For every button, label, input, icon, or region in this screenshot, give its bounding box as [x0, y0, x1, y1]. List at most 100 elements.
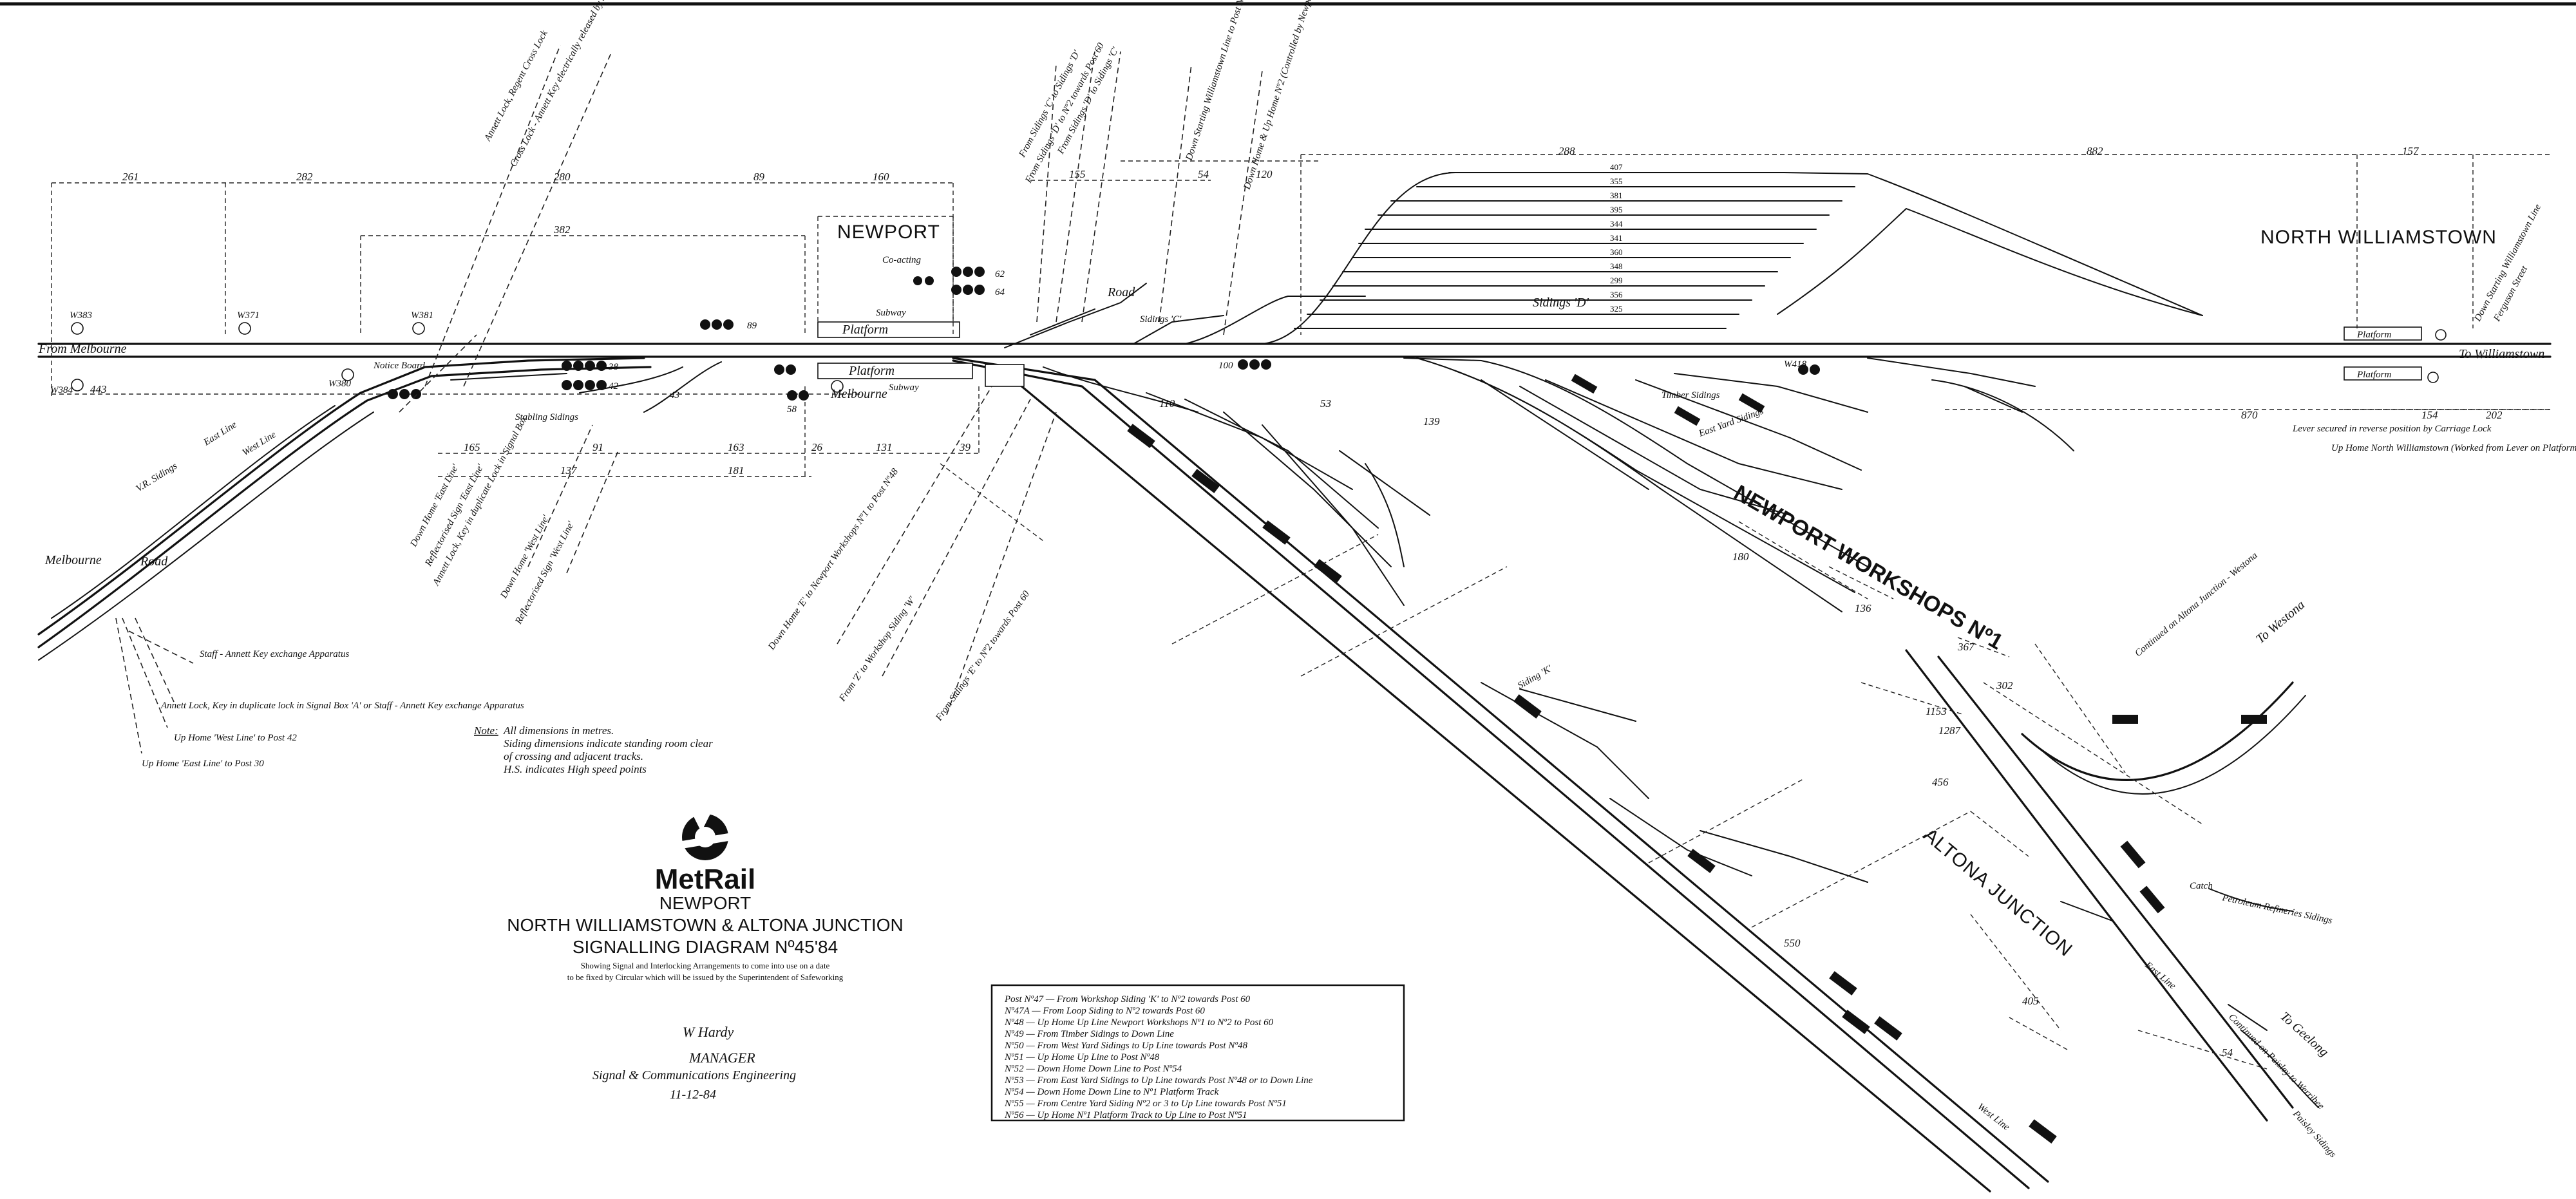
dim-160: 160: [873, 171, 889, 183]
signal-label-89: 89: [747, 321, 757, 331]
label-siding-k: Siding 'K': [1516, 663, 1554, 692]
siding-length: 356: [1610, 290, 1623, 299]
dim-282: 282: [296, 171, 313, 183]
callout-staff-annett: Staff - Annett Key exchange Apparatus: [200, 649, 349, 659]
title-small2: to be fixed by Circular which will be is…: [567, 972, 844, 982]
dim-89: 89: [753, 171, 765, 183]
platform-newport-up: [817, 321, 960, 338]
platform-nw-2: [2344, 366, 2422, 381]
label-east-yard: East Yard Sidings: [1697, 406, 1765, 440]
signals: [71, 267, 2447, 1144]
callout-from-z: From 'Z' to Workshop Siding 'W': [837, 594, 918, 704]
callout-up-home-east: Up Home 'East Line' to Post 30: [142, 759, 264, 769]
callout-down-home-e: Down Home 'E' to Newport Workshops Nº1 t…: [766, 466, 901, 652]
note-block: Note: All dimensions in metres. Siding d…: [473, 724, 713, 775]
dim-302: 302: [1996, 679, 2013, 692]
note-line: of crossing and adjacent tracks.: [504, 750, 643, 762]
dim-137: 137: [560, 464, 578, 477]
label-notice-board: Notice Board: [373, 361, 425, 371]
signal-group-42: [562, 380, 607, 390]
label-road-2: Road: [1107, 285, 1135, 299]
dim-180: 180: [1732, 551, 1749, 563]
signal-group-64: [951, 285, 985, 295]
platform-label: Platform: [2356, 330, 2392, 340]
signal-group-west: [388, 389, 421, 399]
title-line1: NEWPORT: [659, 893, 752, 913]
label-to-geelong: To Geelong: [2278, 1009, 2331, 1059]
signal-label-w418: W418: [1784, 359, 1806, 370]
signal-w383: [71, 322, 84, 335]
location-newport: NEWPORT: [837, 222, 940, 243]
dim-120: 120: [1256, 168, 1273, 180]
siding-length: 325: [1610, 304, 1623, 314]
note-line: Siding dimensions indicate standing room…: [504, 737, 713, 750]
legend-row: Nº50 — From West Yard Sidings to Up Line…: [1004, 1041, 1247, 1051]
label-continued-werribee: Continued on Paisley to Werribee: [2226, 1012, 2326, 1112]
signal-label-42: 42: [609, 381, 619, 392]
legend-row: Nº56 — Up Home Nº1 Platform Track to Up …: [1004, 1110, 1247, 1120]
label-co-acting: Co-acting: [882, 255, 921, 265]
label-lever-note: Lever secured in reverse position by Car…: [2292, 424, 2492, 434]
label-petroleum: Petroleum Refineries Sidings: [2221, 892, 2333, 926]
dim-131: 131: [876, 441, 893, 453]
location-north-williamstown: NORTH WILLIAMSTOWN: [2260, 227, 2497, 248]
label-timber-sidings: Timber Sidings: [1662, 390, 1720, 401]
dim-157: 157: [2402, 145, 2420, 157]
signal-label-w381: W381: [411, 310, 433, 321]
dim-550: 550: [1784, 937, 1801, 949]
callout-d-to-no2: From Sidings 'D' to Nº2 towards Post 60: [1023, 41, 1106, 185]
dim-280: 280: [554, 171, 571, 183]
title-line2: NORTH WILLIAMSTOWN & ALTONA JUNCTION: [507, 915, 904, 935]
siding-length: 395: [1610, 205, 1623, 214]
dim-139: 139: [1423, 415, 1440, 428]
dim-1287: 1287: [1938, 724, 1962, 737]
siding-length: 360: [1610, 247, 1623, 257]
signal-label-38: 38: [608, 362, 619, 372]
signal-group-62: [951, 267, 985, 277]
label-west-line-2: West Line: [1976, 1102, 2012, 1133]
signal-group-58a: [774, 364, 796, 375]
callout-down-home-east: Down Home 'East Line': [408, 462, 461, 549]
note-line: H.S. indicates High speed points: [503, 763, 647, 775]
signal-label-w380: W380: [328, 379, 351, 389]
manager-title: MANAGER: [688, 1050, 755, 1066]
signal-box-newport: [985, 364, 1025, 387]
signal-w381: [412, 322, 425, 335]
platform-nw-1: [2344, 326, 2422, 341]
label-up-home-nw: Up Home North Williamstown (Worked from …: [2331, 443, 2576, 453]
signature: W Hardy: [683, 1024, 734, 1040]
label-catch: Catch: [2190, 881, 2213, 891]
dimension-numbers: 261 282 280 89 160 155 54 120 288 882 15…: [90, 145, 2503, 1059]
dim-1153: 1153: [1926, 705, 1947, 717]
siding-d-lengths: 407 355 381 395 344 341 360 348 299 356 …: [1610, 162, 1623, 314]
legend-row: Nº49 — From Timber Sidings to Down Line: [1004, 1029, 1174, 1039]
dim-261: 261: [122, 171, 139, 183]
signal-label-58: 58: [787, 404, 797, 415]
label-vr-sidings: V.R. Sidings: [135, 461, 180, 495]
platform-label: Platform: [842, 323, 888, 337]
signal-group-w418: [1798, 364, 1820, 375]
legend-row: Post Nº47 — From Workshop Siding 'K' to …: [1004, 994, 1251, 1005]
dim-367: 367: [1957, 641, 1975, 653]
label-continued-altona: Continued on Altona Junction - Westona: [2133, 551, 2259, 659]
altona-main-1: [1937, 656, 2294, 1109]
label-stabling: Stabling Sidings: [515, 412, 578, 422]
signal-label-64: 64: [995, 287, 1005, 297]
siding-length: 407: [1610, 162, 1623, 172]
main-lines: [37, 343, 2552, 1193]
dim-456: 456: [1932, 776, 1949, 788]
geelong-line-3: [1003, 371, 1991, 1193]
label-melbourne: Melbourne: [830, 387, 887, 401]
siding-length: 341: [1610, 233, 1623, 243]
signal-label-w383: W383: [70, 310, 92, 321]
signal-group-89: [700, 319, 734, 330]
dim-154: 154: [2421, 409, 2438, 421]
legend-row: Nº54 — Down Home Down Line to Nº1 Platfo…: [1004, 1087, 1219, 1097]
east-line: [37, 366, 652, 648]
west-line: [37, 357, 645, 636]
siding-length: 348: [1610, 261, 1623, 271]
callout-cross-lock: Cross Lock - Annett Key electrically rel…: [508, 0, 625, 169]
diagram-date: 11-12-84: [670, 1088, 716, 1102]
legend-row: Nº51 — Up Home Up Line to Post Nº48: [1004, 1052, 1160, 1062]
